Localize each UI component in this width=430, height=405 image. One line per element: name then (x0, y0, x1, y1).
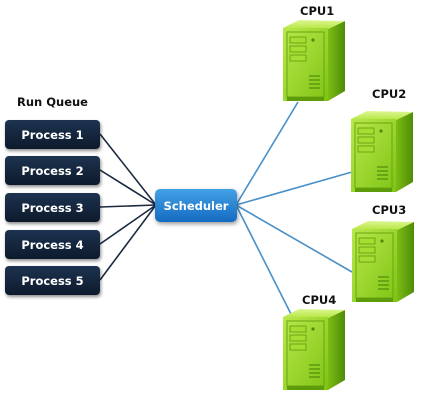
process-box-1: Process 1 (5, 120, 100, 149)
cpu1-label: CPU1 (300, 4, 335, 18)
connector-cpu4 (235, 204, 296, 323)
server-tower-icon (350, 110, 414, 193)
process-connectors (99, 133, 157, 281)
scheduler-box: Scheduler (155, 189, 237, 222)
server-tower-icon (282, 19, 346, 102)
cpu3-label: CPU3 (372, 203, 407, 217)
connector-cpu3 (235, 204, 353, 273)
connector-process-2 (99, 169, 157, 206)
connector-cpu2 (235, 171, 353, 206)
cpu2-label: CPU2 (372, 87, 407, 101)
process-box-4: Process 4 (5, 230, 100, 259)
server-tower-icon (282, 308, 346, 391)
connector-cpu1 (235, 101, 299, 206)
run-queue-title: Run Queue (17, 95, 88, 109)
server-tower-icon (351, 220, 415, 303)
process-box-2: Process 2 (5, 156, 100, 185)
connector-process-1 (99, 133, 157, 206)
cpu-connectors (235, 101, 353, 323)
cpu4-label: CPU4 (302, 293, 337, 307)
process-box-5: Process 5 (5, 266, 100, 295)
connector-process-5 (99, 204, 157, 281)
process-box-3: Process 3 (5, 193, 100, 222)
connector-process-3 (99, 204, 157, 208)
connector-process-4 (99, 204, 157, 245)
